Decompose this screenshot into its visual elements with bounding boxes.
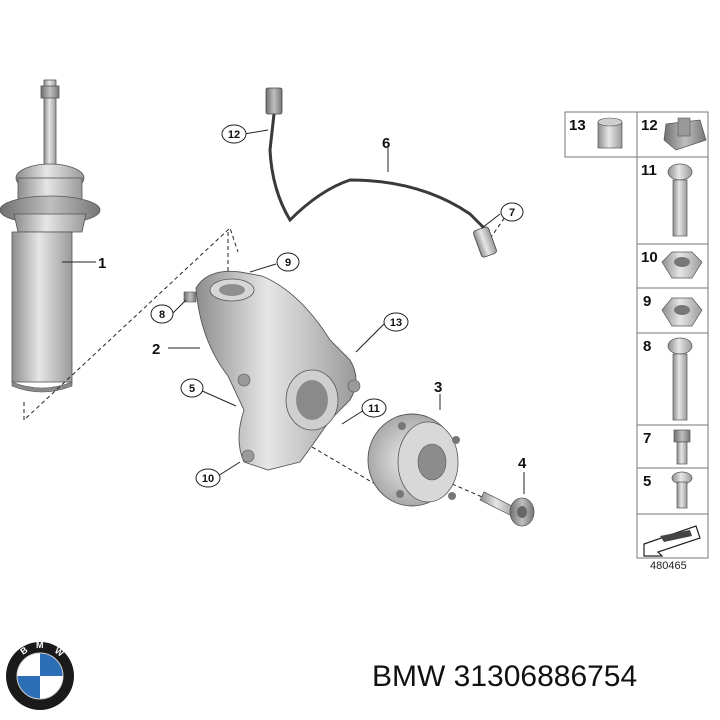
callout-number: 3 — [434, 379, 442, 396]
diagram-reference-code: 480465 — [650, 560, 687, 572]
callout-number: 6 — [382, 135, 390, 152]
svg-text:7: 7 — [643, 430, 651, 447]
direction-arrow-icon — [643, 525, 701, 557]
logo-letter-m: M — [36, 640, 44, 650]
sleeve-icon — [597, 117, 623, 149]
callout-10: 10 — [195, 468, 221, 488]
screw-7-icon — [673, 429, 691, 465]
callout-11: 11 — [361, 398, 387, 418]
svg-text:11: 11 — [641, 162, 657, 179]
table-label-10: 10 — [641, 249, 658, 266]
svg-text:12: 12 — [641, 117, 658, 134]
table-label-5: 5 — [643, 473, 651, 490]
svg-text:11: 11 — [368, 403, 380, 415]
table-label-11: 11 — [641, 162, 657, 179]
leader-lines — [62, 129, 525, 494]
logo-letter-b: B — [18, 644, 29, 656]
svg-text:5: 5 — [189, 383, 195, 395]
label-1: 1 — [98, 255, 106, 272]
callout-number: 4 — [518, 455, 527, 472]
svg-text:7: 7 — [509, 207, 515, 219]
table-label-9: 9 — [643, 293, 651, 310]
label-4: 4 — [518, 455, 527, 472]
parts-table — [564, 111, 709, 559]
svg-text:12: 12 — [228, 129, 240, 141]
table-label-13: 13 — [569, 117, 586, 134]
svg-text:13: 13 — [569, 117, 586, 134]
svg-text:13: 13 — [390, 317, 402, 329]
callout-9: 9 — [276, 252, 300, 272]
svg-text:8: 8 — [159, 309, 165, 321]
callout-number: 2 — [152, 341, 160, 358]
bolt-8-icon — [667, 337, 693, 421]
callout-13: 13 — [383, 312, 409, 332]
table-label-12: 12 — [641, 117, 658, 134]
bolt-11-icon — [667, 163, 693, 237]
screw-5-icon — [671, 471, 693, 509]
label-2: 2 — [152, 341, 160, 358]
svg-text:10: 10 — [641, 249, 658, 266]
callout-7: 7 — [500, 202, 524, 222]
label-3: 3 — [434, 379, 442, 396]
nut-9-icon — [661, 297, 703, 327]
wheel-speed-sensor-cable — [265, 87, 497, 258]
hub-bolt — [479, 491, 535, 527]
callout-12: 12 — [221, 124, 247, 144]
svg-text:9: 9 — [285, 257, 291, 269]
shock-absorber-strut — [0, 79, 101, 393]
nut-10-icon — [661, 251, 703, 279]
steering-knuckle — [183, 270, 361, 471]
clip-icon — [663, 117, 707, 151]
svg-text:10: 10 — [202, 473, 214, 485]
callout-8: 8 — [150, 304, 174, 324]
label-6: 6 — [382, 135, 390, 152]
svg-text:9: 9 — [643, 293, 651, 310]
svg-text:5: 5 — [643, 473, 651, 490]
callout-number: 1 — [98, 255, 106, 272]
svg-text:8: 8 — [643, 338, 651, 355]
part-number-title: BMW 31306886754 — [372, 660, 638, 693]
table-label-7: 7 — [643, 430, 651, 447]
table-label-8: 8 — [643, 338, 651, 355]
wheel-hub — [367, 413, 460, 507]
bmw-logo: B M W — [6, 640, 74, 710]
callout-5: 5 — [180, 378, 204, 398]
